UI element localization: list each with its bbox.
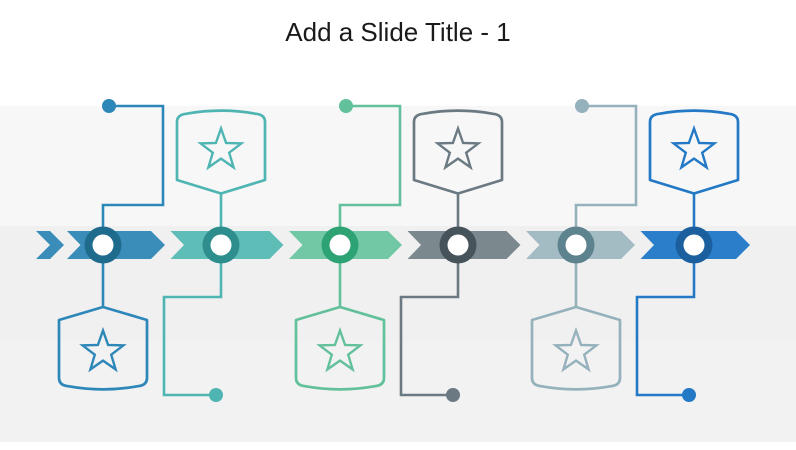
endpoint-dot — [575, 99, 589, 113]
slide-title[interactable]: Add a Slide Title - 1 — [285, 17, 511, 47]
node-center — [329, 234, 351, 256]
timeline-item-3[interactable] — [294, 99, 402, 391]
node-center — [565, 234, 587, 256]
node-center — [92, 234, 114, 256]
star-icon — [197, 124, 245, 171]
timeline-item-4[interactable] — [399, 109, 504, 402]
timeline-item-5[interactable] — [530, 99, 638, 391]
timeline-item-6[interactable] — [635, 109, 740, 402]
badge-shape — [57, 305, 149, 391]
star-icon — [316, 326, 364, 373]
badge-shape — [294, 305, 386, 391]
arrow-start-cap[interactable] — [36, 231, 64, 259]
elbow-connector-line — [635, 245, 696, 397]
star-icon — [434, 124, 482, 171]
background-band — [0, 0, 796, 106]
endpoint-dot — [339, 99, 353, 113]
elbow-connector-line — [574, 104, 638, 245]
badge-shape — [530, 305, 622, 391]
background-band — [0, 341, 796, 442]
star-icon — [670, 124, 718, 171]
timeline-item-1[interactable] — [57, 99, 165, 391]
endpoint-dot — [682, 388, 696, 402]
elbow-connector-line — [162, 245, 223, 397]
badge-shape — [175, 109, 267, 195]
background-band — [0, 442, 796, 450]
badge-shape — [648, 109, 740, 195]
endpoint-dot — [209, 388, 223, 402]
elbow-connector-line — [101, 104, 165, 245]
endpoint-dot — [102, 99, 116, 113]
star-icon — [552, 326, 600, 373]
timeline-item-2[interactable] — [162, 109, 267, 402]
endpoint-dot — [446, 388, 460, 402]
node-center — [683, 234, 705, 256]
badge-shape — [412, 109, 504, 195]
node-center — [447, 234, 469, 256]
elbow-connector-line — [338, 104, 402, 245]
node-center — [210, 234, 232, 256]
star-icon — [79, 326, 127, 373]
elbow-connector-line — [399, 245, 460, 397]
